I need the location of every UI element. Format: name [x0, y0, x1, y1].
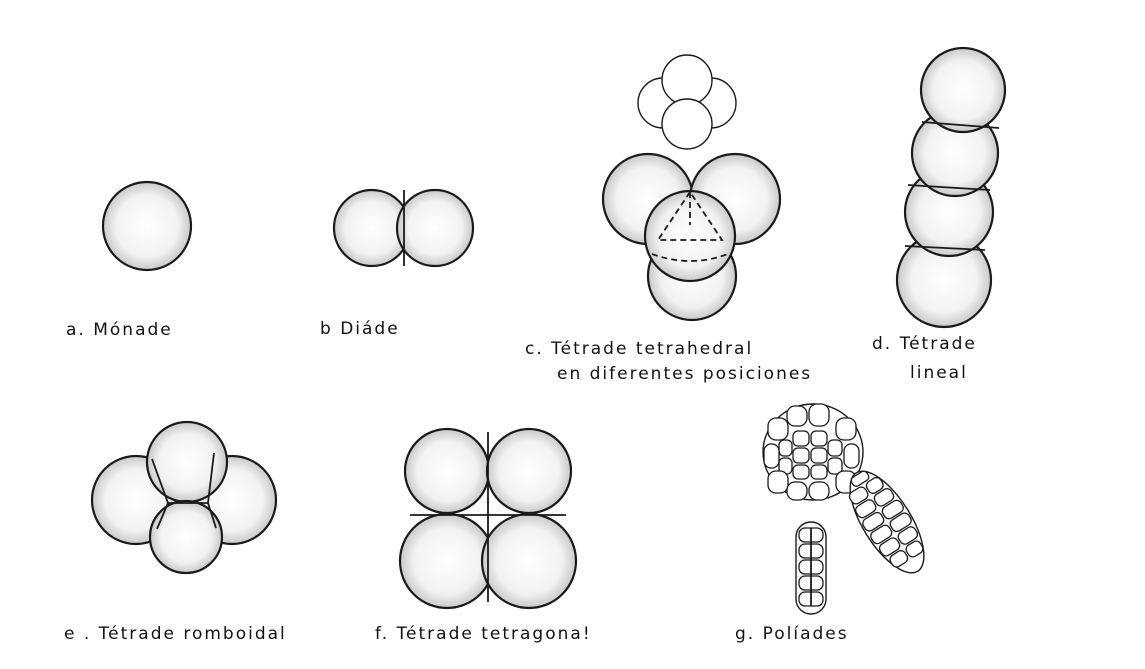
label-tetrahedral-line2: en diferentes posiciones [557, 364, 812, 384]
tetrahedral-tetrad-figure [603, 55, 780, 320]
small-polyad [796, 522, 826, 614]
label-tetrahedral-line1: c. Tétrade tetrahedral [525, 339, 753, 359]
label-tetragonal: f. Tétrade tetragona! [375, 624, 592, 644]
lineal-tetrad-figure [897, 48, 1005, 327]
round-polyad [764, 404, 859, 500]
label-monade: a. Mónade [66, 320, 173, 340]
label-lineal-line1: d. Tétrade [872, 334, 977, 354]
label-poliades: g. Políades [735, 624, 849, 644]
label-diade: b Diáde [320, 319, 400, 339]
tetragonal-tetrad-figure [400, 429, 576, 608]
monade-figure [103, 182, 191, 270]
spindle-polyad [836, 460, 938, 584]
romboidal-tetrad-figure [92, 422, 276, 573]
label-romboidal: e . Tétrade romboidal [64, 624, 287, 644]
diade-figure [334, 190, 473, 266]
label-lineal-line2: lineal [910, 363, 968, 383]
poliades-figure [763, 404, 938, 614]
